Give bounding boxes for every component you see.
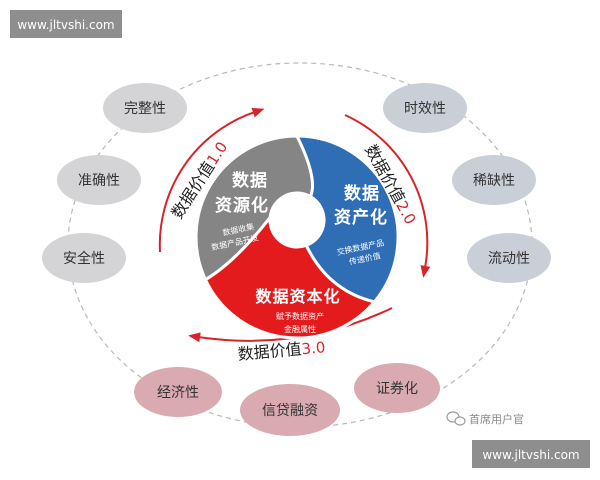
property-bottom-3: 证券化 (354, 363, 440, 413)
property-label: 经济性 (157, 385, 199, 401)
property-right-2: 稀缺性 (452, 155, 536, 205)
arc-line (158, 111, 256, 253)
property-left-2: 准确性 (57, 155, 141, 205)
stage-segment-capital (204, 216, 376, 340)
stage-capital-desc-line2: 金融属性 (284, 324, 316, 334)
property-bubble (354, 363, 440, 413)
property-bubble (240, 384, 340, 436)
value-label-version: 3.0 (301, 338, 326, 358)
property-label: 证券化 (376, 381, 418, 397)
watermark-bottom-background (472, 440, 590, 468)
property-bottom-1: 经济性 (134, 367, 222, 417)
property-bubble (452, 155, 536, 205)
property-bubble (103, 83, 187, 133)
property-bubble (467, 233, 551, 283)
watermark-top-background (10, 10, 122, 38)
property-label: 流动性 (488, 251, 530, 267)
stage-asset-title-line2: 资产化 (334, 207, 388, 228)
watermark-bottom-text: www.jltvshi.com (482, 448, 579, 462)
property-label: 完整性 (124, 101, 166, 117)
value-label-text: 数据价值 (237, 339, 302, 364)
property-bottom-2: 信贷融资 (240, 384, 340, 436)
property-label: 时效性 (404, 101, 446, 117)
property-bubble (42, 233, 126, 283)
watermark-bottom: www.jltvshi.com (472, 440, 590, 468)
property-label: 信贷融资 (262, 403, 318, 419)
stage-asset-title-line1: 数据 (344, 183, 380, 204)
arrowhead-left-icon (188, 332, 201, 343)
brand-account-name: 首席用户官 (469, 412, 524, 426)
value-arc-1 (158, 107, 265, 253)
watermark-top-text: www.jltvshi.com (17, 18, 114, 32)
property-label: 准确性 (78, 173, 120, 189)
stage-resource-title-line1: 数据 (232, 170, 268, 191)
wechat-icon (446, 411, 466, 426)
property-bubble (57, 155, 141, 205)
stage-capital-desc-line1: 赋予数据资产 (276, 311, 324, 321)
property-bubble (134, 367, 222, 417)
brand: 首席用户官 (446, 411, 524, 426)
swirl-cycle: 数据 资源化 数据收集 数据产品开发 数据 资产化 交换数据产品 传递价值 数据… (194, 134, 400, 340)
property-left-3: 安全性 (42, 233, 126, 283)
property-label: 安全性 (63, 250, 105, 267)
watermark-top: www.jltvshi.com (10, 10, 122, 38)
arrowhead-right-icon (251, 107, 265, 118)
property-label: 稀缺性 (473, 173, 515, 189)
value-arc-2 (344, 114, 431, 278)
property-bubble (383, 83, 467, 133)
stage-capital-title: 数据资本化 (255, 287, 340, 306)
wechat-bubble-small (454, 416, 466, 426)
property-right-1: 时效性 (383, 83, 467, 133)
stage-resource-title-line2: 资源化 (215, 195, 269, 216)
arc-line (344, 114, 429, 269)
property-right-3: 流动性 (467, 233, 551, 283)
arrowhead-down-icon (420, 265, 431, 278)
property-left-1: 完整性 (103, 83, 187, 133)
